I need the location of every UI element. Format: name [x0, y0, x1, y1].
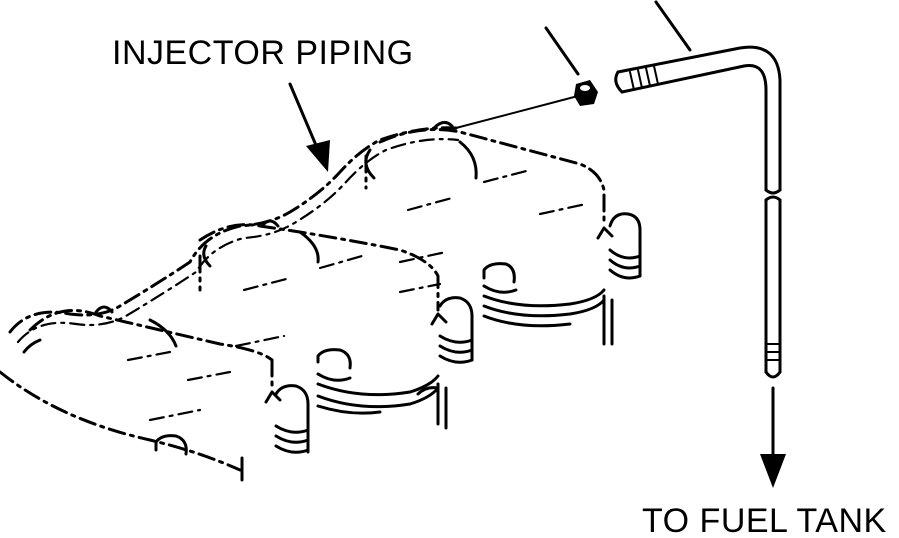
- hose-leader-line: [654, 0, 692, 52]
- cylinder-head-3: [364, 128, 614, 264]
- connection-line: [455, 95, 579, 129]
- to-fuel-tank-arrow: [760, 386, 786, 488]
- return-hose: [614, 45, 782, 379]
- bolt-boss-5: [274, 384, 310, 454]
- bolt-boss-6: [154, 434, 244, 482]
- to-fuel-tank-label: TO FUEL TANK: [642, 502, 887, 538]
- fitting-nut: [574, 80, 598, 106]
- injector-piping-leader-arrow: [288, 82, 330, 172]
- injector-piping-label: INJECTOR PIPING: [112, 34, 414, 72]
- cylinder-head-2: [198, 223, 448, 348]
- injector-piping-line: [8, 121, 460, 344]
- bolt-boss-4: [316, 348, 448, 430]
- bolt-boss-1: [608, 212, 642, 280]
- cylinder-head-1: [0, 308, 282, 472]
- bolt-boss-2: [482, 262, 614, 346]
- nut-leader-line: [544, 26, 580, 76]
- bolt-boss-3: [438, 296, 474, 364]
